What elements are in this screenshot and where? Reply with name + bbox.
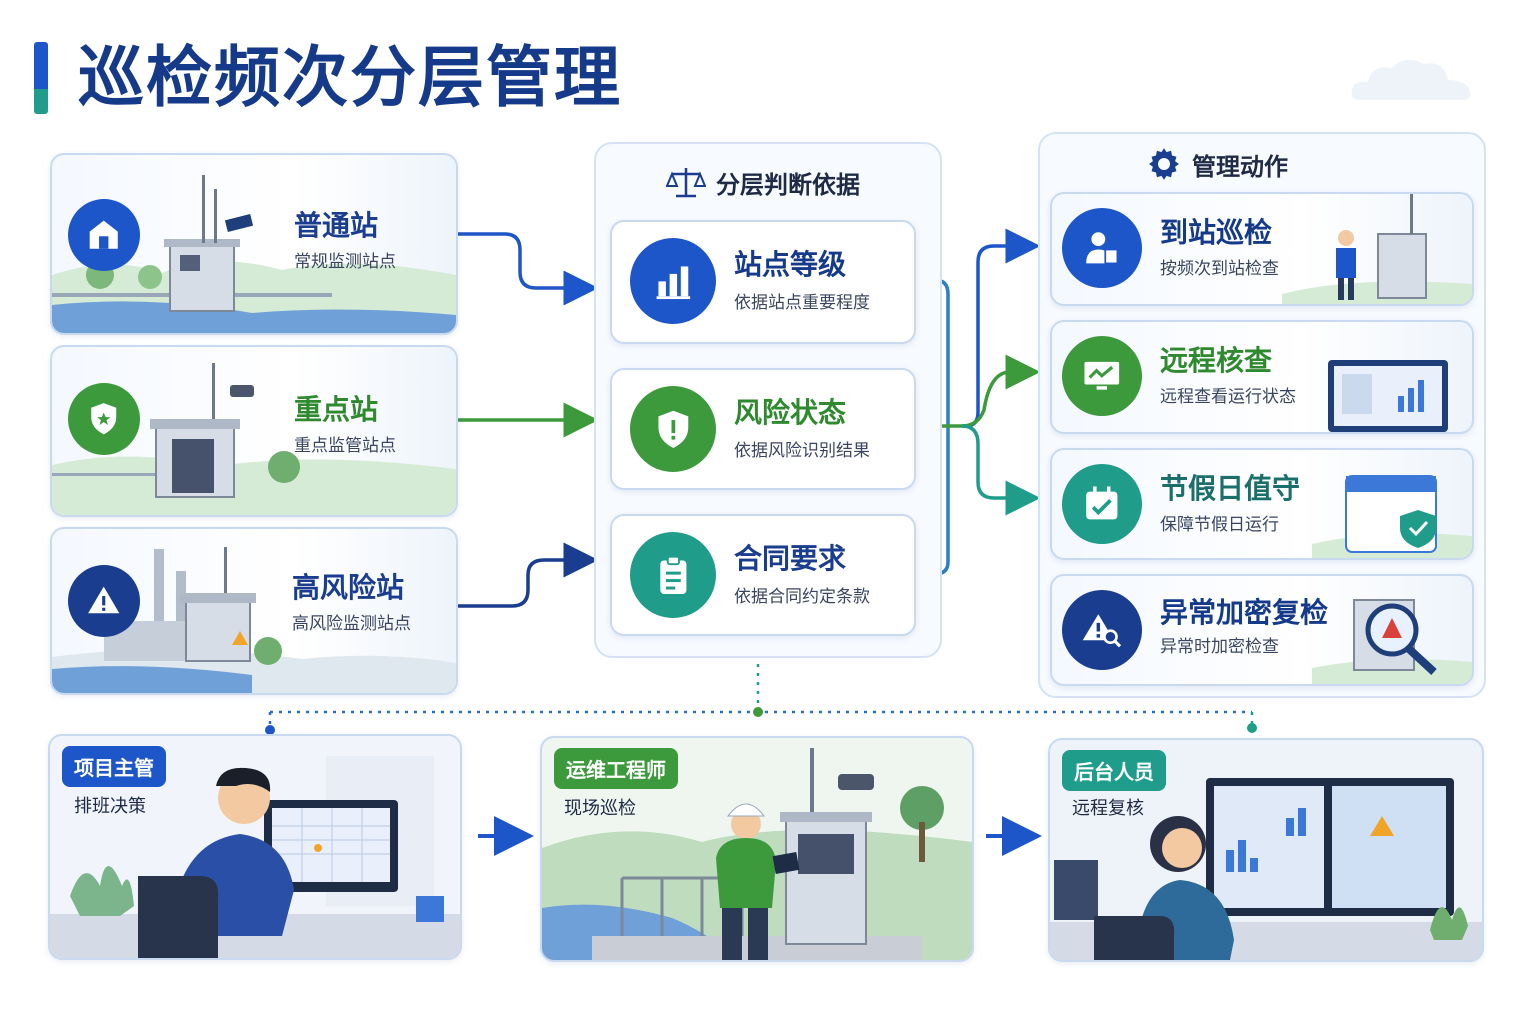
- actions-panel-header: 管理动作: [1146, 146, 1288, 182]
- role-card-engineer[interactable]: 运维工程师 现场巡检: [540, 736, 974, 962]
- station-title: 重点站: [294, 393, 379, 426]
- action-title: 远程核查: [1160, 344, 1273, 377]
- station-card-key[interactable]: 重点站 重点监管站点: [50, 345, 458, 517]
- action-scene-onsite: [1282, 194, 1472, 304]
- action-subtitle: 保障节假日运行: [1160, 515, 1279, 535]
- station-title: 高风险站: [292, 571, 405, 604]
- role-subtitle: 排班决策: [74, 796, 146, 817]
- action-card-onsite[interactable]: 到站巡检 按频次到站检查: [1050, 192, 1474, 306]
- cloud-decoration: [1351, 59, 1471, 100]
- station-subtitle: 重点监管站点: [294, 436, 396, 456]
- action-title: 节假日值守: [1160, 472, 1301, 505]
- criteria-title: 站点等级: [734, 248, 847, 281]
- action-subtitle: 远程查看运行状态: [1160, 387, 1296, 407]
- house-icon: [68, 199, 140, 271]
- monitor-chart-icon: [1062, 336, 1142, 416]
- shield-alert-icon: [630, 386, 716, 472]
- action-scene-remote: [1328, 360, 1448, 432]
- criteria-title: 合同要求: [734, 542, 847, 575]
- alert-search-icon: [1062, 590, 1142, 670]
- backend-scene: [1050, 778, 1482, 960]
- inspector-icon: [1062, 208, 1142, 288]
- title-accent-bar: [34, 42, 48, 114]
- role-badge: 后台人员: [1062, 750, 1166, 791]
- action-title: 到站巡检: [1160, 216, 1273, 249]
- action-subtitle: 异常时加密检查: [1160, 637, 1279, 657]
- station-scene-key: [52, 363, 456, 515]
- station-title: 普通站: [294, 209, 379, 242]
- role-badge: 运维工程师: [554, 748, 678, 789]
- action-scene-abnormal: [1312, 599, 1472, 684]
- engineer-scene: [542, 748, 972, 960]
- role-card-supervisor[interactable]: 项目主管 排班决策: [48, 734, 462, 960]
- criteria-card-contract[interactable]: 合同要求 依据合同约定条款: [610, 514, 916, 636]
- station-subtitle: 常规监测站点: [294, 252, 396, 272]
- station-scene-high-risk: [52, 547, 456, 693]
- action-scene-holiday: [1312, 475, 1472, 558]
- shield-star-icon: [68, 383, 140, 455]
- action-card-abnormal[interactable]: 异常加密复检 异常时加密检查: [1050, 574, 1474, 686]
- calendar-check-icon: [1062, 464, 1142, 544]
- role-card-backend[interactable]: 后台人员 远程复核: [1048, 738, 1484, 962]
- action-card-holiday[interactable]: 节假日值守 保障节假日运行: [1050, 448, 1474, 560]
- criteria-subtitle: 依据站点重要程度: [734, 293, 870, 313]
- page-title: 巡检频次分层管理: [78, 39, 622, 116]
- actions-panel-title: 管理动作: [1192, 152, 1288, 181]
- role-badge: 项目主管: [62, 746, 166, 787]
- warning-icon: [68, 565, 140, 637]
- criteria-card-level[interactable]: 站点等级 依据站点重要程度: [610, 220, 916, 344]
- station-card-high-risk[interactable]: 高风险站 高风险监测站点: [50, 527, 458, 695]
- scale-icon: [666, 168, 706, 198]
- action-subtitle: 按频次到站检查: [1160, 259, 1279, 279]
- gear-icon: [1149, 148, 1179, 180]
- criteria-subtitle: 依据合同约定条款: [734, 587, 870, 607]
- station-card-normal[interactable]: 普通站 常规监测站点: [50, 153, 458, 335]
- clipboard-icon: [630, 532, 716, 618]
- role-subtitle: 现场巡检: [564, 798, 636, 819]
- station-subtitle: 高风险监测站点: [292, 614, 411, 634]
- criteria-card-risk[interactable]: 风险状态 依据风险识别结果: [610, 368, 916, 490]
- criteria-panel-title: 分层判断依据: [716, 170, 860, 199]
- criteria-panel-header: 分层判断依据: [666, 164, 860, 200]
- criteria-subtitle: 依据风险识别结果: [734, 441, 870, 461]
- bar-chart-icon: [630, 238, 716, 324]
- supervisor-scene: [50, 756, 460, 958]
- criteria-title: 风险状态: [734, 396, 847, 429]
- role-subtitle: 远程复核: [1072, 798, 1144, 819]
- action-card-remote[interactable]: 远程核查 远程查看运行状态: [1050, 320, 1474, 434]
- action-title: 异常加密复检: [1160, 596, 1329, 629]
